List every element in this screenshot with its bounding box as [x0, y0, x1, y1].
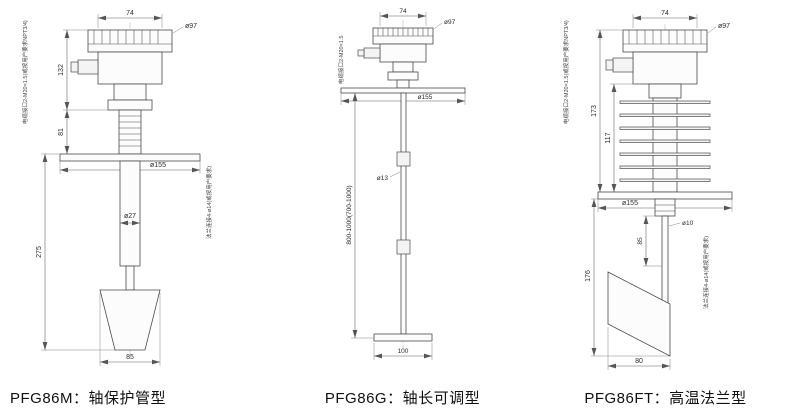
figure-pfg86g: 电缆接口2-M20×1.5 — [270, 0, 535, 418]
flange-note: 法兰连接4-ø14(或按用户要求) — [205, 166, 213, 239]
shaft-clamp — [396, 239, 410, 255]
svg-text:ø13: ø13 — [376, 175, 388, 182]
cable-gland — [363, 47, 380, 59]
housing — [357, 27, 433, 89]
dim-lid-width: 74 — [97, 10, 163, 28]
dim-head-dia: ø97 — [707, 23, 730, 34]
shaft — [125, 265, 135, 291]
svg-text:ø10: ø10 — [682, 220, 694, 227]
svg-text:ø97: ø97 — [718, 23, 730, 30]
svg-text:275: 275 — [36, 246, 43, 258]
dim-neck-length: 85 — [637, 215, 662, 267]
svg-text:ø97: ø97 — [444, 19, 456, 26]
svg-text:80: 80 — [635, 358, 643, 365]
svg-text:117: 117 — [605, 132, 612, 143]
svg-text:ø97: ø97 — [185, 23, 197, 30]
dim-insertion-length: 176 — [585, 198, 670, 357]
hex-boss — [107, 99, 153, 111]
cable-gland — [612, 57, 634, 73]
housing — [605, 29, 708, 99]
dim-tube-dia: ø27 — [120, 213, 140, 226]
svg-text:74: 74 — [126, 10, 134, 17]
mounting-flange — [597, 191, 733, 200]
dim-insertion-length: 275 — [36, 153, 115, 351]
caption-pfg86ft: PFG86FT：高温法兰型 — [584, 390, 747, 407]
svg-text:74: 74 — [661, 10, 669, 17]
svg-text:85: 85 — [126, 354, 134, 361]
cable-gland — [77, 59, 99, 75]
dim-lower-height: 81 — [58, 110, 70, 155]
figure-pfg86m-drawing: 电缆接口2-M20×1.5(或按用户要求NPT3/4) — [21, 10, 213, 366]
svg-text:176: 176 — [585, 270, 592, 282]
dim-upper-height: 173 — [591, 29, 623, 192]
caption-pfg86g: PFG86G：轴长可调型 — [324, 390, 481, 407]
cable-entry-note: 电缆接口2-M20×1.5(或按用户要求NPT3/4) — [562, 20, 570, 124]
svg-text:ø27: ø27 — [124, 213, 136, 220]
svg-text:100: 100 — [397, 348, 408, 355]
svg-text:74: 74 — [399, 8, 407, 15]
svg-text:ø155: ø155 — [417, 94, 432, 101]
mounting-flange — [59, 153, 201, 162]
thread-bushing — [654, 198, 676, 217]
shaft-clamp — [396, 151, 410, 167]
paddle — [99, 289, 161, 351]
thread-stub — [118, 109, 142, 155]
svg-text:81: 81 — [58, 128, 65, 136]
thread-stub — [396, 79, 409, 89]
hex-boss — [387, 71, 418, 81]
dim-head-dia: ø97 — [172, 23, 197, 34]
paddle — [607, 271, 671, 357]
dim-lower-height: 117 — [605, 83, 633, 192]
svg-text:800-1000(700-1000): 800-1000(700-1000) — [346, 185, 353, 244]
svg-text:173: 173 — [591, 105, 598, 117]
shaft — [661, 215, 669, 307]
paddle — [373, 333, 432, 342]
cable-entry-note: 电缆接口2-M20×1.5 — [337, 36, 345, 84]
dim-shaft-dia: ø13 — [376, 171, 400, 182]
svg-text:85: 85 — [637, 237, 644, 245]
figure-pfg86m: 电缆接口2-M20×1.5(或按用户要求NPT3/4) — [0, 0, 270, 418]
mounting-flange — [340, 87, 465, 94]
lid-ribs — [372, 28, 433, 37]
neck — [392, 61, 413, 73]
caption-pfg86m: PFG86M：轴保护管型 — [10, 390, 167, 407]
flange-note: 法兰连接4-ø14(或按用户要求) — [702, 236, 710, 309]
lid-ribs — [623, 30, 707, 45]
dim-lid-width: 74 — [632, 10, 698, 28]
svg-text:ø155: ø155 — [622, 200, 638, 207]
housing — [70, 29, 173, 155]
svg-text:ø155: ø155 — [150, 162, 166, 169]
cooling-fins — [619, 97, 711, 193]
dim-shaft-dia: ø10 — [668, 220, 694, 227]
figure-pfg86ft: 电缆接口2-M20×1.5(或按用户要求NPT3/4) — [535, 0, 796, 418]
figure-pfg86ft-drawing: 电缆接口2-M20×1.5(或按用户要求NPT3/4) — [562, 10, 733, 370]
dim-lid-width: 74 — [379, 8, 426, 26]
dim-adjust-range: 800-1000(700-1000) — [346, 93, 374, 339]
svg-text:132: 132 — [58, 64, 65, 76]
shaft — [400, 92, 406, 335]
neck — [648, 83, 682, 99]
figure-pfg86g-drawing: 电缆接口2-M20×1.5 — [337, 8, 465, 360]
dim-head-dia: ø97 — [433, 19, 456, 30]
dim-upper-height: 132 — [58, 29, 108, 111]
neck — [113, 83, 147, 101]
cable-entry-note: 电缆接口2-M20×1.5(或按用户要求NPT3/4) — [21, 20, 29, 124]
dim-paddle-width: 85 — [99, 293, 161, 366]
dim-paddle-width: 80 — [607, 327, 671, 370]
lid-ribs — [88, 30, 172, 45]
dim-paddle-width: 100 — [373, 343, 432, 360]
